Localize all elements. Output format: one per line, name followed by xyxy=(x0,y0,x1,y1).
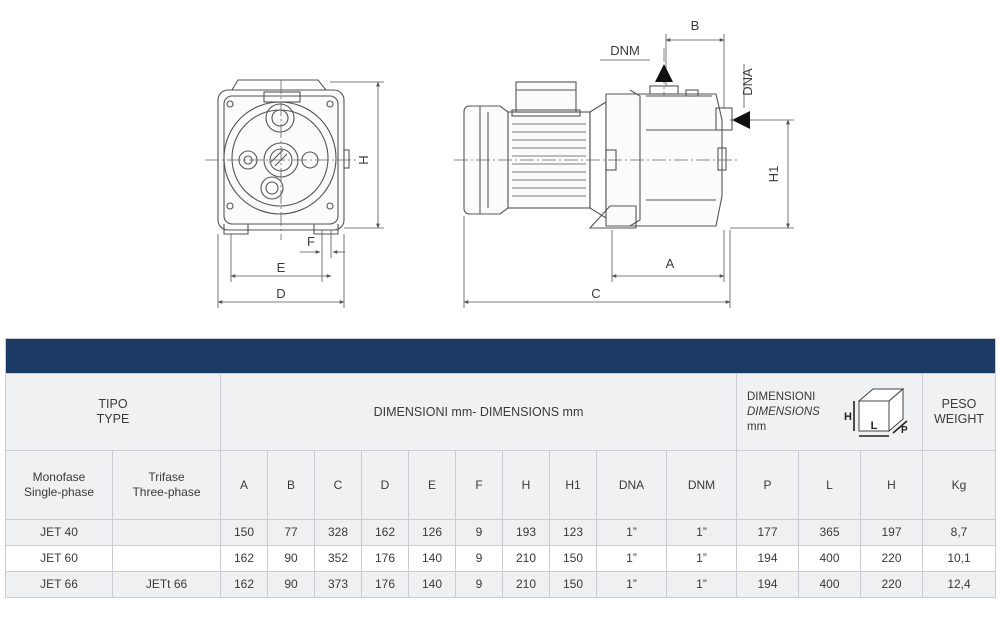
cell-c: 373 xyxy=(314,571,362,598)
box-dimensions-icon: H L P xyxy=(844,387,908,437)
col-header-kg: Kg xyxy=(922,450,996,520)
dim-label-DNA: DNA xyxy=(740,68,755,96)
cell-h1: 123 xyxy=(549,519,597,546)
table-title-band xyxy=(5,338,996,374)
col-header-dna: DNA xyxy=(596,450,667,520)
cell-d: 162 xyxy=(361,519,409,546)
col-header-h: H xyxy=(502,450,550,520)
table-header-row: TIPO TYPE DIMENSIONI mm- DIMENSIONS mm D… xyxy=(5,373,996,451)
svg-text:L: L xyxy=(871,420,878,432)
cell-e: 140 xyxy=(408,545,456,572)
cell-h1: 150 xyxy=(549,571,597,598)
cell-b: 90 xyxy=(267,571,315,598)
cell-dna: 1” xyxy=(596,571,667,598)
col-header-a: A xyxy=(220,450,268,520)
cell-l: 365 xyxy=(798,519,861,546)
dim-label-F: F xyxy=(307,234,315,249)
cell-dnm: 1” xyxy=(666,519,737,546)
type-header: TIPO TYPE xyxy=(5,373,221,451)
model-single-phase: JET 60 xyxy=(5,545,113,572)
cell-p: 194 xyxy=(736,571,799,598)
col-header-f: F xyxy=(455,450,503,520)
dim-label-D: D xyxy=(276,286,285,301)
weight-header: PESO WEIGHT xyxy=(922,373,996,451)
svg-text:P: P xyxy=(901,425,908,436)
cell-l: 400 xyxy=(798,571,861,598)
table-subheader-row: Monofase Single-phase Trifase Three-phas… xyxy=(5,450,996,520)
model-three-phase: JETt 66 xyxy=(112,571,221,598)
dim-label-B: B xyxy=(691,18,700,33)
cell-p: 194 xyxy=(736,545,799,572)
table-row: JET 40 150 77 328 162 126 9 193 123 1” 1… xyxy=(5,519,996,546)
cell-l: 400 xyxy=(798,545,861,572)
cell-f: 9 xyxy=(455,571,503,598)
col-header-b: B xyxy=(267,450,315,520)
col-header-d: D xyxy=(361,450,409,520)
single-phase-header: Monofase Single-phase xyxy=(5,450,113,520)
col-header-c: C xyxy=(314,450,362,520)
dim-label-H1: H1 xyxy=(766,166,781,183)
dim-label-E: E xyxy=(277,260,286,275)
dim-label-C: C xyxy=(591,286,600,301)
cell-h: 210 xyxy=(502,571,550,598)
three-phase-header: Trifase Three-phase xyxy=(112,450,221,520)
pump-side-view xyxy=(463,81,733,229)
cell-h1: 150 xyxy=(549,545,597,572)
svg-text:H: H xyxy=(844,411,852,423)
model-three-phase xyxy=(112,519,221,546)
model-single-phase: JET 66 xyxy=(5,571,113,598)
dim-label-A: A xyxy=(666,256,675,271)
cell-f: 9 xyxy=(455,545,503,572)
packaging-dimensions-header: DIMENSIONI DIMENSIONS mm H L P xyxy=(736,373,923,451)
cell-h: 210 xyxy=(502,545,550,572)
col-header-e: E xyxy=(408,450,456,520)
cell-d: 176 xyxy=(361,545,409,572)
cell-p: 177 xyxy=(736,519,799,546)
col-header-h1: H1 xyxy=(549,450,597,520)
cell-pack-h: 220 xyxy=(860,545,923,572)
cell-f: 9 xyxy=(455,519,503,546)
col-header-l: L xyxy=(798,450,861,520)
cell-c: 328 xyxy=(314,519,362,546)
cell-c: 352 xyxy=(314,545,362,572)
cell-dnm: 1” xyxy=(666,571,737,598)
dimensions-table: TIPO TYPE DIMENSIONI mm- DIMENSIONS mm D… xyxy=(5,338,996,598)
cell-a: 150 xyxy=(220,519,268,546)
table-row: JET 60 162 90 352 176 140 9 210 150 1” 1… xyxy=(5,545,996,572)
cell-kg: 12,4 xyxy=(922,571,996,598)
col-header-p: P xyxy=(736,450,799,520)
cell-dna: 1” xyxy=(596,545,667,572)
cell-b: 77 xyxy=(267,519,315,546)
cell-e: 140 xyxy=(408,571,456,598)
pump-front-view xyxy=(217,79,350,235)
cell-h: 193 xyxy=(502,519,550,546)
cell-pack-h: 197 xyxy=(860,519,923,546)
dim-label-H: H xyxy=(356,155,371,164)
table-row: JET 66 JETt 66 162 90 373 176 140 9 210 … xyxy=(5,571,996,598)
model-single-phase: JET 40 xyxy=(5,519,113,546)
cell-dnm: 1” xyxy=(666,545,737,572)
cell-d: 176 xyxy=(361,571,409,598)
cell-e: 126 xyxy=(408,519,456,546)
cell-a: 162 xyxy=(220,571,268,598)
dimensions-header: DIMENSIONI mm- DIMENSIONS mm xyxy=(220,373,737,451)
model-three-phase xyxy=(112,545,221,572)
cell-b: 90 xyxy=(267,545,315,572)
cell-a: 162 xyxy=(220,545,268,572)
cell-kg: 8,7 xyxy=(922,519,996,546)
col-header-pack-h: H xyxy=(860,450,923,520)
cell-pack-h: 220 xyxy=(860,571,923,598)
col-header-dnm: DNM xyxy=(666,450,737,520)
technical-drawing: H F E D xyxy=(205,18,794,308)
dim-label-DNM: DNM xyxy=(610,43,640,58)
cell-kg: 10,1 xyxy=(922,545,996,572)
cell-dna: 1” xyxy=(596,519,667,546)
